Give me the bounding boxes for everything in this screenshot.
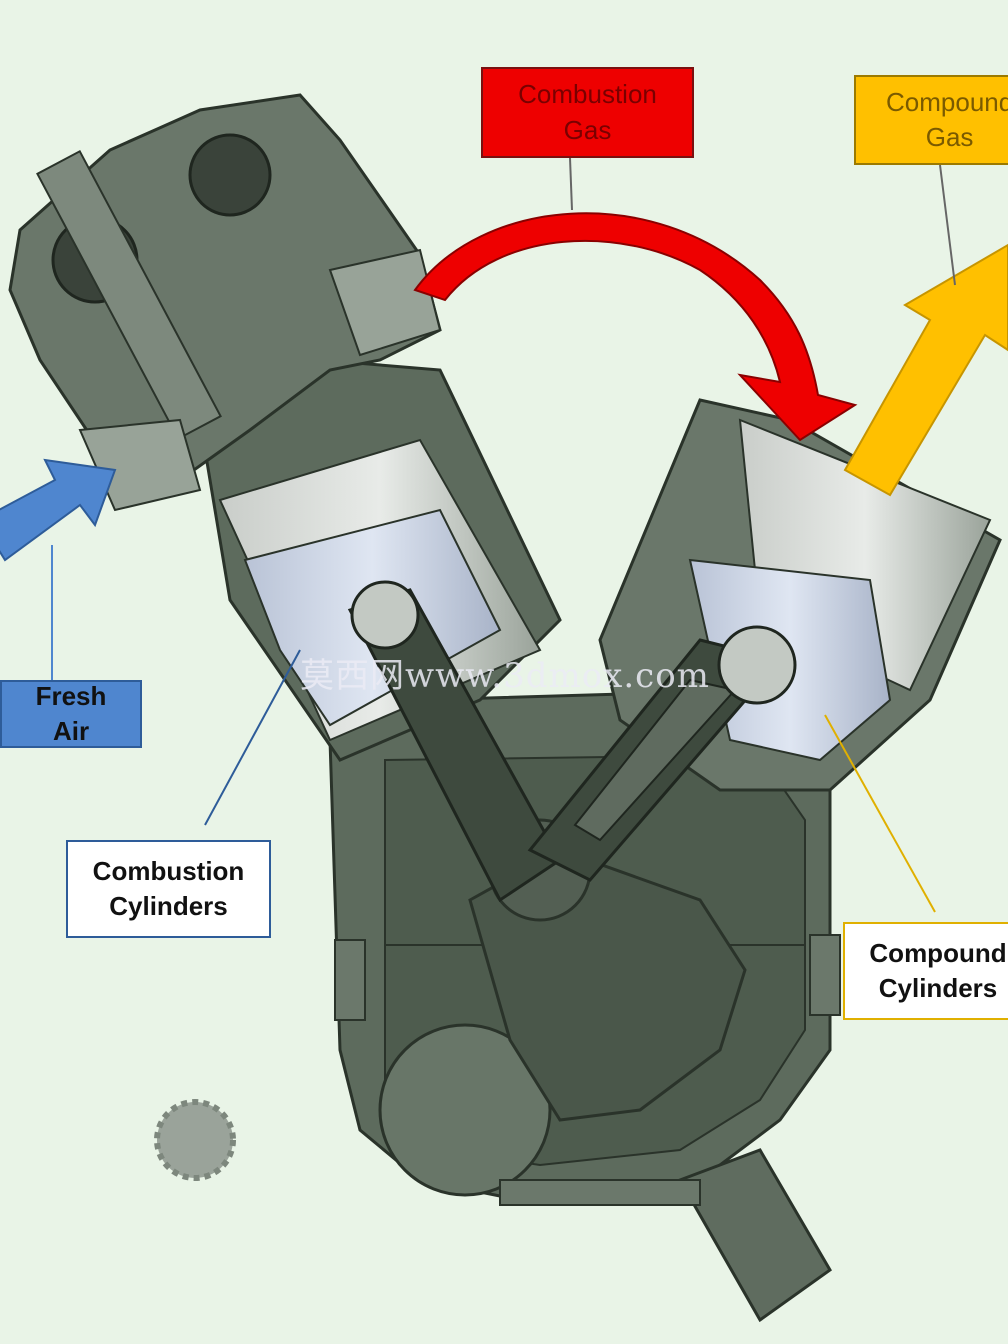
compound-gas-label: Compound Gas <box>854 75 1008 165</box>
watermark-text: 莫西网www.3dmox.com <box>300 648 710 697</box>
compound-cylinders-label: Compound Cylinders <box>843 922 1008 1020</box>
combustion-cylinders-label: Combustion Cylinders <box>66 840 271 938</box>
fresh-air-label: Fresh Air <box>0 680 142 748</box>
combustion-gas-label: Combustion Gas <box>481 67 694 158</box>
compound-gas-arrow <box>845 245 1008 495</box>
fresh-air-arrow <box>0 460 115 560</box>
combustion-gas-arrow <box>415 213 855 440</box>
small-gear <box>157 1102 233 1178</box>
